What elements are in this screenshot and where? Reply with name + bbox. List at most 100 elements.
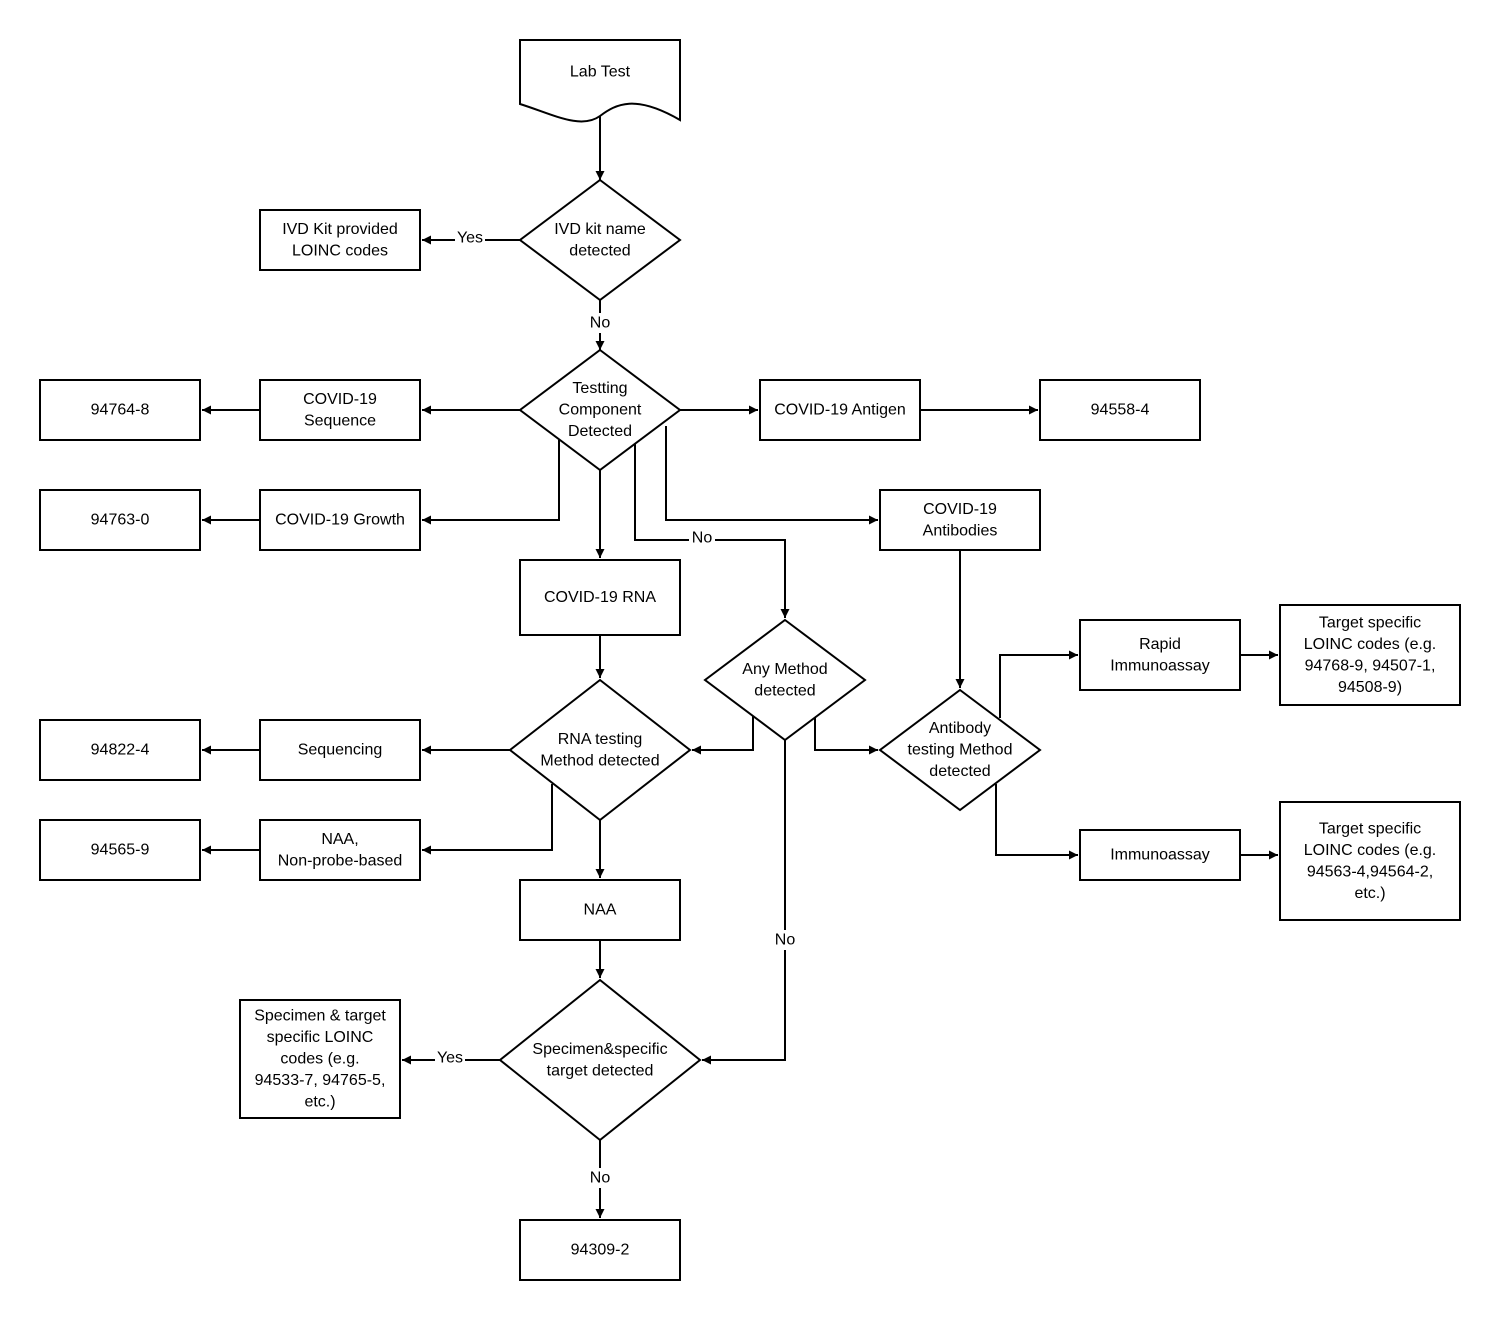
any-method-decision [703, 618, 867, 742]
target-codes-immuno-text: Target specific [1319, 820, 1421, 837]
specimen-codes-text: Specimen & target [254, 1008, 386, 1025]
node-code-94565-9: 94565-9 [39, 819, 201, 881]
node-specimen-detected: Specimen&specific target detected [498, 978, 702, 1142]
edges-layer [202, 115, 1278, 1218]
target-codes-rapid-text: 94508-9) [1338, 679, 1402, 696]
ivd-kit-codes-text: LOINC codes [292, 242, 388, 259]
edge-any-to-antibody-method [814, 716, 878, 755]
covid-antigen-box [759, 379, 921, 441]
target-codes-immuno-text: etc.) [1354, 885, 1385, 902]
covid-antigen-text: COVID-19 Antigen [774, 402, 906, 419]
lab-test-text: Lab Test [570, 64, 631, 81]
rapid-immunoassay-text: Rapid [1139, 636, 1181, 653]
naa-nonprobe-text: Non-probe-based [278, 852, 403, 869]
node-lab-test: Lab Test [519, 39, 681, 123]
antibody-method-text: testing Method [908, 742, 1013, 759]
naa-text: NAA [584, 902, 617, 919]
edge-label-component-no: No [689, 528, 715, 548]
covid-growth-box [259, 489, 421, 551]
covid-sequence-box [259, 379, 421, 441]
edge-label-ivd-no: No [587, 313, 613, 333]
lab-test-document [519, 39, 681, 123]
ivd-kit-detected-text: detected [569, 242, 630, 259]
specimen-detected-text: Specimen&specific [532, 1041, 667, 1058]
edge-label-background [689, 528, 715, 548]
antibody-method-decision [878, 688, 1042, 812]
edge-label-background [435, 1048, 465, 1068]
target-codes-immuno-text: 94563-4,94564-2, [1307, 863, 1433, 880]
code-94822-4-box [39, 719, 201, 781]
code-94558-4-box [1039, 379, 1201, 441]
node-code-94558-4: 94558-4 [1039, 379, 1201, 441]
testing-component-text: Detected [568, 423, 632, 440]
node-covid-antigen: COVID-19 Antigen [759, 379, 921, 441]
edge-label-text: No [590, 1170, 611, 1187]
rna-method-text: Method detected [540, 752, 659, 769]
edge-label-text: No [775, 932, 796, 949]
naa-box [519, 879, 681, 941]
edge-label-background [587, 313, 613, 333]
node-code-94763-0: 94763-0 [39, 489, 201, 551]
node-code-94822-4: 94822-4 [39, 719, 201, 781]
specimen-detected-text: target detected [547, 1062, 654, 1079]
rna-method-text: RNA testing [558, 731, 642, 748]
edge-label-ivd-yes: Yes [455, 228, 485, 248]
antibody-method-text: detected [929, 763, 990, 780]
node-code-94309-2: 94309-2 [519, 1219, 681, 1281]
code-94822-4-text: 94822-4 [91, 742, 150, 759]
ivd-kit-codes-text: IVD Kit provided [282, 221, 398, 238]
rapid-immunoassay-text: Immunoassay [1110, 657, 1210, 674]
covid-antibodies-text: Antibodies [923, 522, 998, 539]
specimen-codes-text: etc.) [304, 1094, 335, 1111]
code-94309-2-box [519, 1219, 681, 1281]
edge-label-text: No [692, 530, 713, 547]
node-covid-rna: COVID-19 RNA [519, 559, 681, 636]
target-codes-immuno-box [1279, 801, 1461, 921]
code-94565-9-box [39, 819, 201, 881]
edge-antibody-to-immuno [995, 784, 1078, 860]
ivd-kit-codes-box [259, 209, 421, 271]
edge-label-background [455, 228, 485, 248]
node-any-method: Any Method detected [703, 618, 867, 742]
testing-component-text: Testting [572, 380, 627, 397]
ivd-kit-detected-decision [518, 178, 682, 302]
testing-component-decision [518, 348, 682, 472]
naa-nonprobe-text: NAA, [321, 831, 358, 848]
edge-label-any-method-no: No [772, 930, 798, 950]
edge-any-to-rna-method [692, 716, 754, 755]
immunoassay-box [1079, 829, 1241, 881]
any-method-text: Any Method [742, 661, 827, 678]
node-sequencing: Sequencing [259, 719, 421, 781]
specimen-detected-decision [498, 978, 702, 1142]
sequencing-text: Sequencing [298, 742, 383, 759]
specimen-codes-text: specific LOINC [267, 1029, 374, 1046]
node-naa: NAA [519, 879, 681, 941]
target-codes-rapid-text: 94768-9, 94507-1, [1305, 657, 1436, 674]
any-method-text: detected [754, 682, 815, 699]
testing-component-text: Component [559, 402, 642, 419]
target-codes-immuno-text: LOINC codes (e.g. [1304, 842, 1437, 859]
covid-rna-box [519, 559, 681, 636]
code-94763-0-box [39, 489, 201, 551]
specimen-codes-text: 94533-7, 94765-5, [255, 1072, 386, 1089]
edge-any-no [702, 740, 786, 1065]
sequencing-box [259, 719, 421, 781]
node-code-94764-8: 94764-8 [39, 379, 201, 441]
edge-label-background [587, 1168, 613, 1188]
covid-antibodies-box [879, 489, 1041, 551]
code-94764-8-text: 94764-8 [91, 402, 150, 419]
rapid-immunoassay-box [1079, 619, 1241, 691]
specimen-codes-box [239, 999, 401, 1119]
edge-label-specimen-no: No [587, 1168, 613, 1188]
